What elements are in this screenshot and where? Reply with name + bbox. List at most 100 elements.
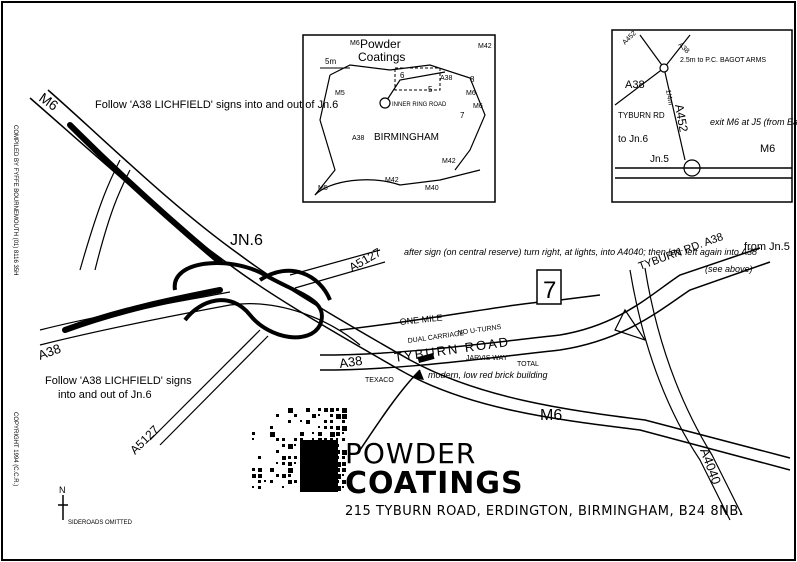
logo-pixel xyxy=(306,408,310,412)
logo-pixel xyxy=(270,432,275,437)
jn5-a38: A38 xyxy=(625,79,645,91)
arrow-head xyxy=(412,370,424,380)
logo-pixel xyxy=(300,432,304,436)
logo-pixel xyxy=(318,426,320,428)
label-one-mile: ONE MILE xyxy=(399,313,443,327)
logo-pixel xyxy=(294,480,297,483)
logo-pixel xyxy=(288,420,291,423)
logo-pixel xyxy=(276,414,279,417)
label-a5127-top: A5127 xyxy=(347,245,384,275)
logo-pixel xyxy=(282,474,286,478)
label-m6-left: M6 xyxy=(36,89,61,113)
label-jn6: JN.6 xyxy=(230,232,263,249)
compiled-by: COMPILED BY FYFFE BOURNEMOUTH (01) 8116 … xyxy=(12,125,18,275)
logo-pixel xyxy=(342,474,344,476)
logo-pixel xyxy=(288,480,292,484)
logo-pixel xyxy=(294,456,297,459)
inset-junction-8: 8 xyxy=(470,75,475,84)
inset-road-2: A38 xyxy=(352,135,365,142)
jn5-m6: M6 xyxy=(760,143,775,155)
logo-pixel xyxy=(336,486,341,491)
logo-pixel xyxy=(270,480,273,483)
logo-pixel xyxy=(330,438,333,441)
label-jarvis-way: JARVIS WAY xyxy=(466,355,508,362)
a38-route-bold xyxy=(62,122,223,333)
logo-pixel xyxy=(270,468,274,472)
logo-pixel xyxy=(264,480,266,482)
building-note: modern, low red brick building xyxy=(428,370,548,380)
label-see-above: (see above) xyxy=(705,264,753,274)
logo-pixel xyxy=(282,438,285,441)
logo-pixel xyxy=(324,420,327,423)
jn5-bagot: 2.5m to P.C. BAGOT ARMS xyxy=(680,57,766,64)
inset-junction-6: 6 xyxy=(400,71,405,80)
logo-pixel xyxy=(336,408,339,411)
a5127-roads xyxy=(149,249,386,446)
label-a38-left: A38 xyxy=(36,341,63,363)
logo-pixel xyxy=(282,456,286,460)
inset-road-9: A38 xyxy=(440,75,453,82)
inset-jn5 xyxy=(611,29,793,203)
logo-pixel xyxy=(294,438,297,441)
jn5-a452: A452 xyxy=(672,103,691,133)
label-a38-mid: A38 xyxy=(338,353,363,371)
logo-pixel xyxy=(288,444,293,449)
instruction-bottom-1: Follow 'A38 LICHFIELD' signs xyxy=(45,375,192,387)
brand-block: POWDER COATINGS 215 TYBURN ROAD, ERDINGT… xyxy=(345,437,743,520)
logo-pixel xyxy=(324,426,327,429)
after-sign-note: after sign (on central reserve) turn rig… xyxy=(404,247,757,257)
logo-pixel xyxy=(258,486,261,489)
logo-pixel xyxy=(342,456,345,459)
logo-pixel xyxy=(336,438,338,440)
logo-pixel xyxy=(288,462,292,466)
logo-pixel xyxy=(282,444,285,447)
inset-road-4: M6 xyxy=(473,103,483,110)
sideroads-note: SIDEROADS OMITTED xyxy=(68,520,133,526)
inset-junction-5: 5 xyxy=(428,85,433,94)
logo-pixel xyxy=(276,462,278,464)
logo-pixel xyxy=(252,474,256,478)
logo-pixel xyxy=(336,432,340,436)
logo-pixel xyxy=(342,462,346,466)
inset-road-5: M42 xyxy=(442,158,456,165)
logo-pixel xyxy=(342,414,347,419)
logo-pixel xyxy=(336,474,341,479)
logo-pixel xyxy=(342,468,346,472)
inset-city: BIRMINGHAM xyxy=(374,132,439,143)
logo-pixel xyxy=(294,444,296,446)
logo-pixel xyxy=(330,420,333,423)
inset-scale: 5m xyxy=(325,57,336,66)
inset-junction-7: 7 xyxy=(460,111,465,120)
logo-pixel xyxy=(252,438,254,440)
logo-pixel xyxy=(342,426,347,431)
jn5-exit: exit M6 at J5 (from East) xyxy=(710,117,797,127)
inset-road-8: M5 xyxy=(318,185,328,192)
logo-pixel xyxy=(318,414,320,416)
logo-pixel xyxy=(276,450,279,453)
logo-pixel xyxy=(294,414,297,417)
sign-number: 7 xyxy=(543,277,556,304)
logo-pixel xyxy=(324,438,327,441)
label-m6-main: M6 xyxy=(540,407,562,424)
logo-pixel xyxy=(336,462,341,467)
logo-pixel xyxy=(342,450,347,455)
a4040-road xyxy=(629,267,743,521)
jn6-loops xyxy=(172,261,332,340)
logo-pixel xyxy=(342,420,345,423)
inset-title-1: Powder xyxy=(360,37,401,51)
label-total: TOTAL xyxy=(517,361,539,368)
brand-word-1: POWDER xyxy=(345,437,477,470)
building-marker xyxy=(417,353,435,363)
instruction-top: Follow 'A38 LICHFIELD' signs into and ou… xyxy=(95,99,338,111)
inset-road-6: M40 xyxy=(425,185,439,192)
logo-pixel xyxy=(324,408,328,412)
inset-ring: INNER RING ROAD xyxy=(392,102,447,108)
logo-pixel xyxy=(318,432,322,436)
roundabout-island xyxy=(614,308,647,342)
logo-pixel xyxy=(288,408,293,413)
jn5-tyburn: TYBURN RD xyxy=(618,111,665,120)
label-a5127-bottom: A5127 xyxy=(127,422,162,457)
logo-pixel-pattern xyxy=(252,408,347,492)
logo-pixel xyxy=(312,432,314,434)
